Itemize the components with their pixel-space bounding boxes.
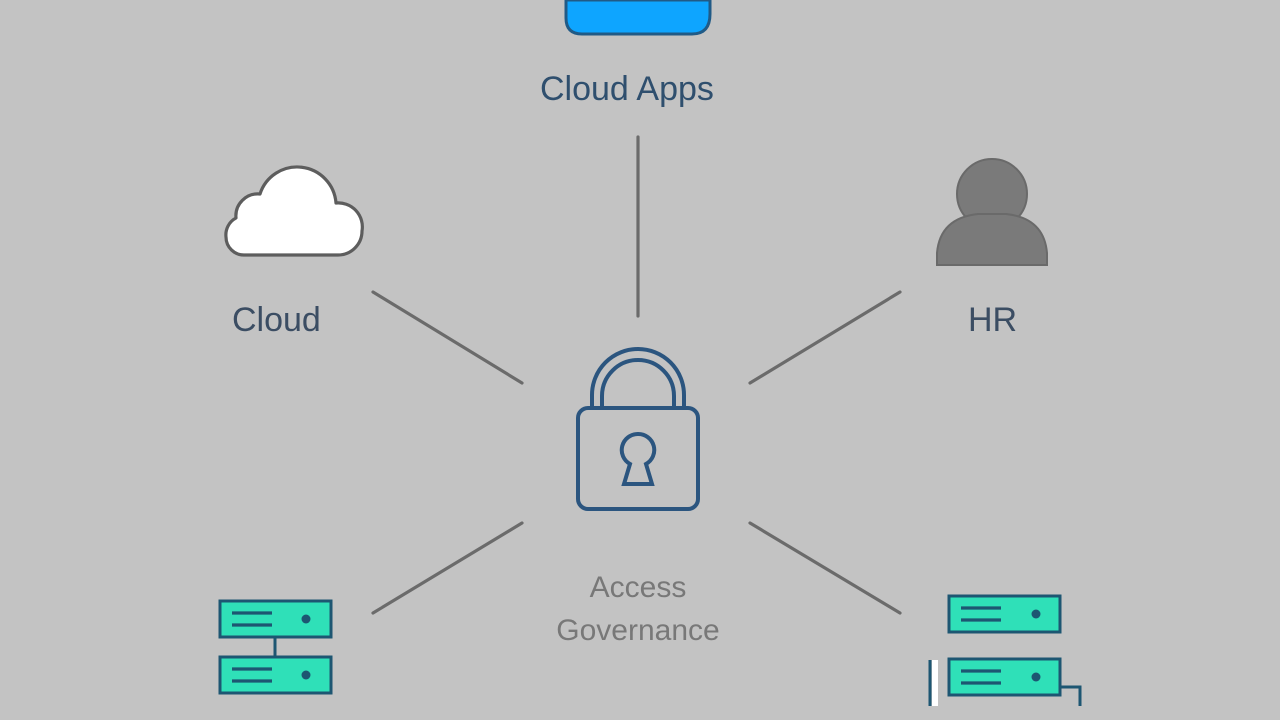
node-label-cloud: Cloud	[232, 301, 321, 339]
cloud-icon	[564, 0, 712, 36]
connector-cloud	[371, 290, 524, 385]
user-icon	[936, 158, 1048, 266]
node-label-hr: HR	[968, 301, 1018, 339]
connector-server-left	[371, 521, 524, 615]
cloud-outline-icon	[224, 165, 364, 257]
server-icon-right	[928, 594, 1082, 706]
connector-server-right	[748, 521, 902, 615]
center-label-access-governance: Access Governance	[556, 571, 720, 647]
node-label-cloud-apps: Cloud Apps	[540, 70, 714, 108]
connectors	[371, 135, 902, 615]
server-icon-left	[218, 599, 333, 695]
lock-icon	[576, 347, 700, 511]
connector-hr	[748, 290, 902, 385]
